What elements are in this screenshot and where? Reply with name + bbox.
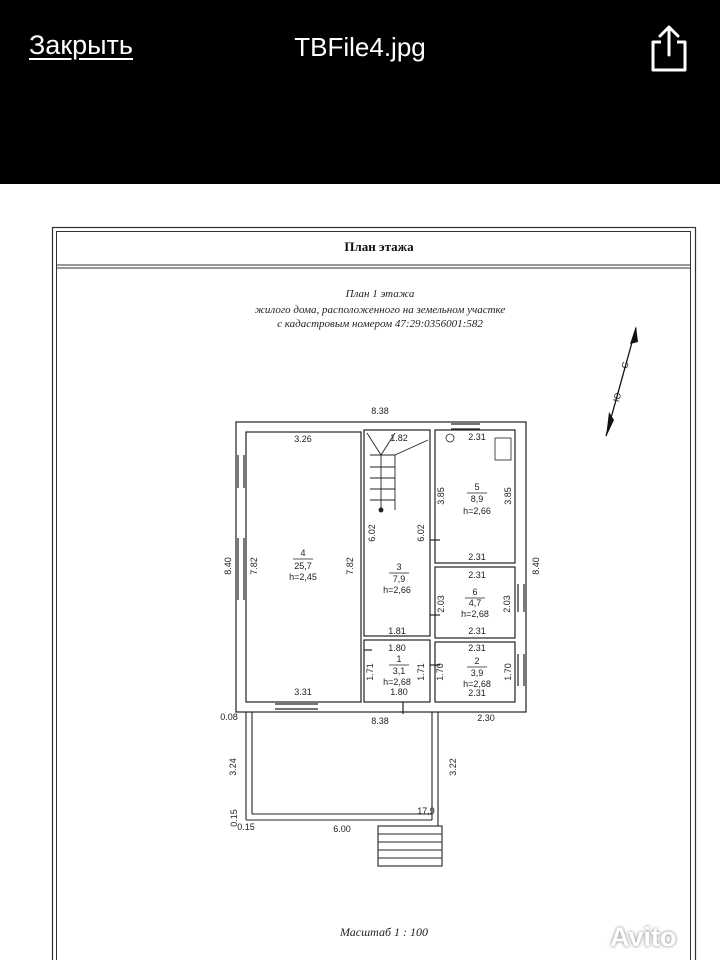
svg-text:8.40: 8.40	[531, 557, 541, 575]
svg-text:5: 5	[474, 482, 479, 492]
caption-line-2: жилого дома, расположенного на земельном…	[255, 304, 506, 316]
svg-text:8,9: 8,9	[471, 494, 484, 504]
svg-text:h=2,68: h=2,68	[461, 609, 489, 619]
inner-frame	[56, 231, 691, 960]
svg-text:4,7: 4,7	[469, 598, 482, 608]
svg-text:3.31: 3.31	[294, 687, 312, 697]
svg-text:2.03: 2.03	[436, 595, 446, 613]
floor-plan-drawing: План этажа План 1 этажа жилого дома, рас…	[51, 226, 697, 960]
svg-text:8.40: 8.40	[223, 557, 233, 575]
compass-south-label: Ю	[611, 392, 623, 403]
document-header: План этажа	[344, 239, 414, 254]
svg-text:1.80: 1.80	[388, 643, 406, 653]
svg-text:1.80: 1.80	[390, 687, 408, 697]
share-icon[interactable]	[648, 24, 690, 72]
svg-text:2.31: 2.31	[468, 626, 486, 636]
svg-text:6.02: 6.02	[416, 524, 426, 542]
svg-text:3,1: 3,1	[393, 666, 406, 676]
terrace	[245, 712, 443, 867]
staircase	[366, 432, 429, 513]
svg-text:1.71: 1.71	[365, 663, 375, 681]
svg-text:17,9: 17,9	[417, 806, 435, 816]
svg-text:7.82: 7.82	[249, 557, 259, 575]
svg-text:7,9: 7,9	[393, 574, 406, 584]
room-1-label: 1 3,1 h=2,68	[383, 654, 411, 687]
svg-text:h=2,66: h=2,66	[463, 506, 491, 516]
svg-text:2.31: 2.31	[468, 688, 486, 698]
svg-text:6: 6	[472, 587, 477, 597]
svg-text:1.71: 1.71	[416, 663, 426, 681]
compass-north-label: С	[619, 360, 630, 369]
room-4-label: 4 25,7 h=2,45	[289, 548, 317, 582]
svg-text:1: 1	[396, 654, 401, 664]
scale-label: Масштаб 1 : 100	[339, 925, 428, 939]
svg-text:6.02: 6.02	[367, 524, 377, 542]
svg-text:2.03: 2.03	[502, 595, 512, 613]
house-walls	[235, 421, 527, 714]
svg-text:3.24: 3.24	[228, 758, 238, 776]
svg-text:h=2,68: h=2,68	[463, 679, 491, 689]
svg-text:0.15: 0.15	[229, 809, 239, 827]
svg-text:6.00: 6.00	[333, 824, 351, 834]
svg-text:2.31: 2.31	[468, 570, 486, 580]
svg-text:25,7: 25,7	[294, 561, 312, 571]
svg-text:2.30: 2.30	[477, 713, 495, 723]
svg-text:h=2,68: h=2,68	[383, 677, 411, 687]
svg-text:2.31: 2.31	[468, 552, 486, 562]
svg-text:3.22: 3.22	[448, 758, 458, 776]
room-3-label: 3 7,9 h=2,66	[383, 562, 411, 595]
svg-text:0.15: 0.15	[237, 822, 255, 832]
svg-text:3.85: 3.85	[503, 487, 513, 505]
svg-text:3: 3	[396, 562, 401, 572]
compass-arrow-icon: С Ю	[605, 326, 638, 437]
dimension-labels: 8.38 3.26 1.82 2.31 3.85 3.85 2.31 8.40 …	[220, 406, 541, 834]
room-2-label: 2 3,9 h=2,68	[463, 656, 491, 689]
svg-text:2.31: 2.31	[468, 643, 486, 653]
viewer-black-band	[0, 94, 720, 184]
viewer-top-bar: Закрыть TBFile4.jpg	[0, 0, 720, 94]
close-link[interactable]: Закрыть	[29, 30, 133, 60]
avito-watermark: Avito	[610, 922, 677, 952]
floor-plan-document: План этажа План 1 этажа жилого дома, рас…	[0, 184, 720, 960]
svg-text:1.70: 1.70	[503, 663, 513, 681]
svg-text:1.70: 1.70	[435, 663, 445, 681]
svg-text:h=2,66: h=2,66	[383, 585, 411, 595]
svg-text:8.38: 8.38	[371, 716, 389, 726]
svg-text:2: 2	[474, 656, 479, 666]
svg-text:3,9: 3,9	[471, 668, 484, 678]
outer-frame	[51, 226, 697, 960]
svg-text:7.82: 7.82	[345, 557, 355, 575]
file-title: TBFile4.jpg	[294, 32, 426, 62]
room-5-label: 5 8,9 h=2,66	[463, 482, 491, 516]
svg-text:h=2,45: h=2,45	[289, 572, 317, 582]
svg-text:2.31: 2.31	[468, 432, 486, 442]
svg-text:1.82: 1.82	[390, 433, 408, 443]
svg-text:3.26: 3.26	[294, 434, 312, 444]
svg-text:3.85: 3.85	[436, 487, 446, 505]
svg-text:4: 4	[300, 548, 305, 558]
caption-line-3: с кадастровым номером 47:29:0356001:582	[277, 318, 483, 330]
caption-line-1: План 1 этажа	[345, 288, 415, 300]
svg-text:0.08: 0.08	[220, 712, 238, 722]
room-6-label: 6 4,7 h=2,68	[461, 587, 489, 619]
svg-text:1.81: 1.81	[388, 626, 406, 636]
svg-text:8.38: 8.38	[371, 406, 389, 416]
